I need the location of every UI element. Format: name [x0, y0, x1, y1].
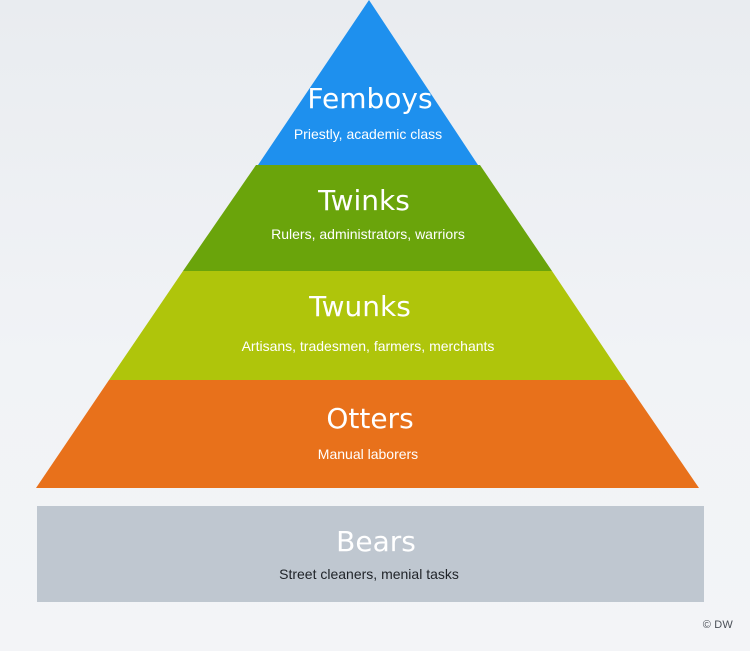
tier-twinks-shape — [183, 165, 552, 271]
base-bears-description: Street cleaners, menial tasks — [279, 566, 459, 582]
base-bears: Bears Street cleaners, menial tasks — [37, 506, 704, 602]
tier-femboys-title: Femboys — [307, 82, 432, 115]
tier-otters: Otters Manual laborers — [36, 380, 699, 488]
tier-twunks: Twunks Artisans, tradesmen, farmers, mer… — [109, 271, 625, 380]
tier-twunks-description: Artisans, tradesmen, farmers, merchants — [242, 338, 495, 354]
tier-twunks-title: Twunks — [308, 290, 411, 323]
base-bears-shape — [37, 506, 704, 602]
tier-twinks-description: Rulers, administrators, warriors — [271, 226, 465, 242]
tier-twinks: Twinks Rulers, administrators, warriors — [183, 165, 552, 271]
tier-twunks-shape — [109, 271, 625, 380]
credit-label: © DW — [702, 619, 733, 631]
tier-femboys-description: Priestly, academic class — [294, 126, 442, 142]
tier-twinks-title: Twinks — [317, 184, 410, 217]
tier-otters-description: Manual laborers — [318, 446, 418, 462]
tier-femboys-shape — [258, 0, 478, 165]
tier-otters-title: Otters — [326, 402, 413, 435]
tier-otters-shape — [36, 380, 699, 488]
base-bears-title: Bears — [336, 525, 416, 558]
tier-femboys: Femboys Priestly, academic class — [258, 0, 478, 165]
